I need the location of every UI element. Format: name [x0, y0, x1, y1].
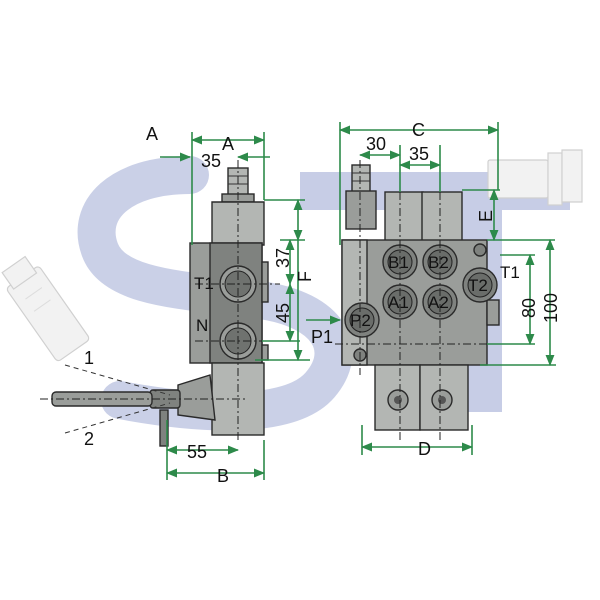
port-label-a1: A1	[388, 293, 409, 312]
side-view-dimensions	[160, 132, 310, 480]
label-dim-37: 37	[273, 248, 293, 268]
label-dim-80: 80	[519, 298, 539, 318]
side-view-labels: A A 35 T1 N 37 45 F 55 B 1 2	[84, 124, 315, 486]
relief-housing	[211, 201, 265, 246]
label-b: B	[217, 466, 229, 486]
label-dim-45: 45	[273, 303, 293, 323]
label-e: E	[476, 210, 496, 222]
port-label-p2: P2	[350, 311, 371, 330]
front-view-labels: C 30 35 E T1 80 100 P1 D B1 B2 A1 A2 T2 …	[311, 120, 561, 459]
label-d: D	[418, 439, 431, 459]
label-lever-pos-1: 1	[84, 348, 94, 368]
label-dim-100: 100	[541, 293, 561, 323]
label-t1-side: T1	[194, 274, 214, 293]
front-view-dimensions	[306, 122, 556, 455]
front-view	[335, 160, 500, 440]
label-dim-35-side: 35	[201, 151, 221, 171]
spool-top-2	[421, 191, 463, 243]
ghost-fitting-left	[1, 255, 90, 362]
mount-hole-top	[473, 243, 487, 257]
label-dim-30: 30	[366, 134, 386, 154]
side-view	[40, 160, 280, 447]
label-dim-55: 55	[187, 442, 207, 462]
label-dim-35-front: 35	[409, 144, 429, 164]
label-c: C	[412, 120, 425, 140]
relief-cap-front	[351, 164, 371, 194]
label-t1-front: T1	[500, 263, 520, 282]
spool-bottom-2	[419, 364, 469, 431]
label-n: N	[196, 316, 208, 335]
port-label-t2: T2	[468, 276, 488, 295]
ghost-fitting-right	[487, 149, 583, 206]
port-label-b1: B1	[388, 253, 409, 272]
label-lever-pos-2: 2	[84, 429, 94, 449]
label-a-inner: A	[222, 134, 234, 154]
spool-top-1	[384, 191, 424, 243]
label-a-outer: A	[146, 124, 158, 144]
port-label-a2: A2	[428, 293, 449, 312]
label-p1: P1	[311, 327, 333, 347]
label-f: F	[295, 271, 315, 282]
port-label-b2: B2	[428, 253, 449, 272]
watermark-logo	[77, 156, 570, 431]
